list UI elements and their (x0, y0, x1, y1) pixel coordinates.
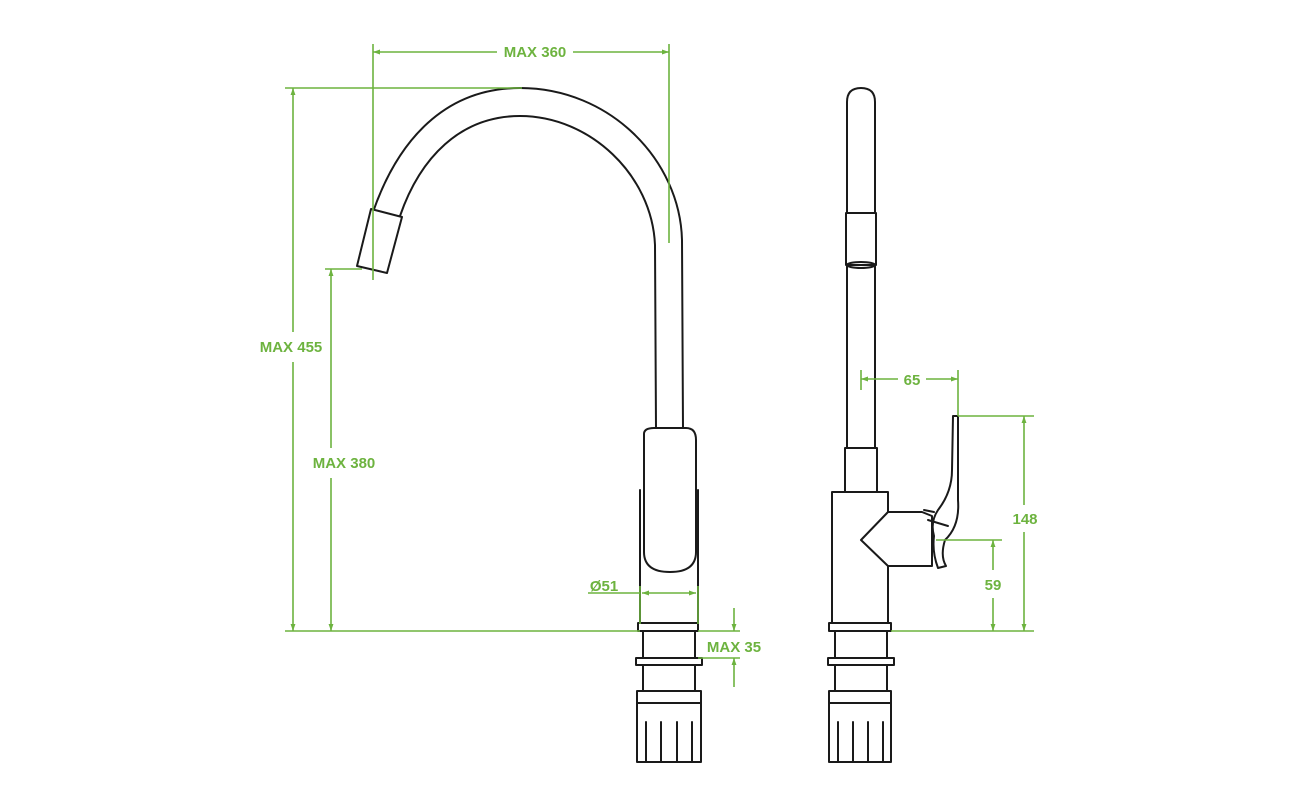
mount-connector (636, 702, 702, 763)
side-lever (931, 415, 960, 569)
front-view (356, 87, 703, 763)
side-mount-washer (827, 657, 895, 666)
dim-label-total-height: MAX 455 (260, 339, 323, 356)
side-mount-connector (828, 702, 892, 763)
side-cartridge (860, 511, 933, 567)
side-aerator-opening (846, 261, 876, 269)
side-cartridge-detail (923, 509, 949, 527)
dim-label-spout-reach: MAX 360 (504, 44, 567, 61)
side-spout-tube (846, 87, 876, 449)
mount-shank (642, 630, 696, 659)
side-aerator-ring (845, 212, 877, 266)
dim-label-lever-offset: 65 (904, 372, 921, 389)
side-mount-nut-upper (834, 664, 888, 692)
dimension-lines (285, 44, 1034, 687)
connector-slots (645, 721, 693, 763)
dim-label-base-diameter: Ø51 (590, 578, 618, 595)
spout-outer-curve (372, 87, 684, 431)
side-connector-slots (837, 721, 884, 763)
dim-label-spout-height: MAX 380 (313, 455, 376, 472)
side-mount-shank (834, 630, 888, 659)
side-base-ring (828, 622, 892, 632)
mount-nut-lower (636, 690, 702, 704)
side-neck (844, 447, 878, 493)
dimension-labels: MAX 360 MAX 455 MAX 380 Ø51 MAX 35 65 14… (260, 44, 1038, 656)
handle-body (643, 427, 697, 573)
dim-label-mount-thickness: MAX 35 (707, 639, 761, 656)
mount-nut-upper (642, 664, 696, 692)
dim-label-lever-base-height: 59 (985, 577, 1002, 594)
aerator-tip (356, 208, 403, 274)
mount-washer (635, 657, 703, 666)
side-mount-nut-lower (828, 690, 892, 704)
side-view (827, 87, 960, 763)
base-ring (637, 622, 699, 632)
spout-inner-curve (399, 115, 657, 431)
dim-label-lever-height: 148 (1012, 511, 1037, 528)
